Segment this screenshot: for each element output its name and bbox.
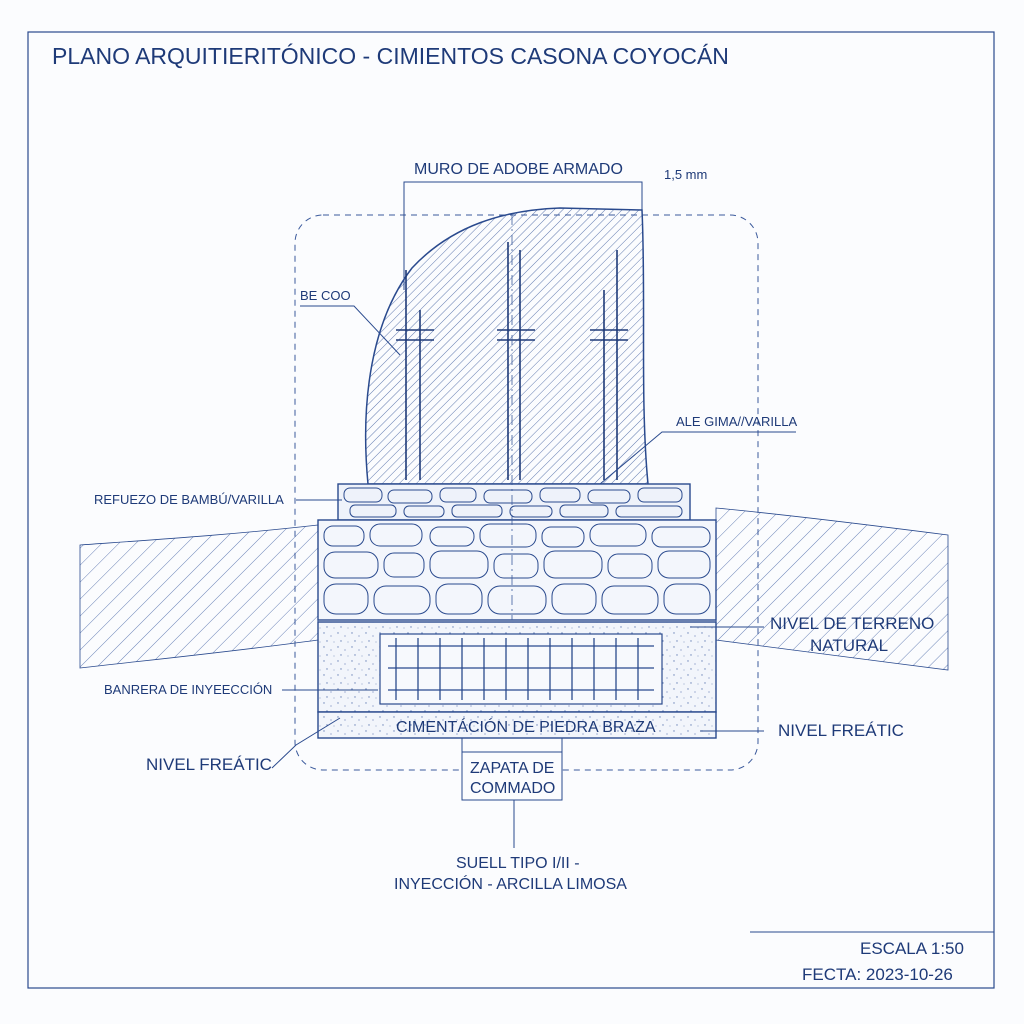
footing-label-line1: ZAPATA DE: [470, 760, 554, 777]
date-label: FECTA: 2023-10-26: [802, 965, 953, 984]
wall-label: MURO DE ADOBE ARMADO: [414, 161, 623, 178]
injection-barrier: [379, 633, 663, 705]
soil-label-line1: SUELL TIPO I/II -: [456, 855, 580, 872]
alt-rebar-label: ALE GIMA//VARILLA: [676, 414, 797, 429]
drawing-title: PLANO ARQUITIERITÓNICO - CIMIENTOS CASON…: [52, 43, 729, 69]
water-table-label-left: NIVEL FREÁTIC: [146, 755, 272, 774]
footing-callout-box: [461, 751, 563, 801]
soil-label-line2: INYECCIÓN - ARCILLA LIMOSA: [394, 874, 627, 893]
rubble-stones: [323, 523, 711, 615]
foundation-label: CIMENTÁCIÓN DE PIEDRA BRAZA: [396, 717, 656, 736]
wall-dimension-bracket: [403, 181, 643, 290]
water-table-label-right: NIVEL FREÁTIC: [778, 721, 904, 740]
rebar-mesh: [388, 638, 654, 700]
reinforcement-label: REFUEZO DE BAMBÚ/VARILLA: [94, 492, 284, 507]
barrier-label: BANRERA DE INYEECCIÓN: [104, 682, 272, 697]
terrain-label-line1: NIVEL DE TERRENO: [770, 614, 934, 633]
rebar-group: [396, 242, 628, 480]
dimension-label: 1,5 mm: [664, 167, 707, 182]
ground-right: [715, 507, 949, 671]
cap-stones: [343, 487, 683, 518]
terrain-label-line2: NATURAL: [810, 636, 888, 655]
leader-lines: [271, 305, 796, 769]
base-slab: [317, 711, 717, 739]
footing-label-line2: COMMADO: [470, 780, 555, 797]
ground-left: [79, 524, 319, 669]
adobe-wall: [364, 207, 649, 485]
scale-label: ESCALA 1:50: [860, 939, 964, 958]
sheet-border: [27, 31, 995, 989]
be-cod-label: BE COO: [300, 288, 351, 303]
